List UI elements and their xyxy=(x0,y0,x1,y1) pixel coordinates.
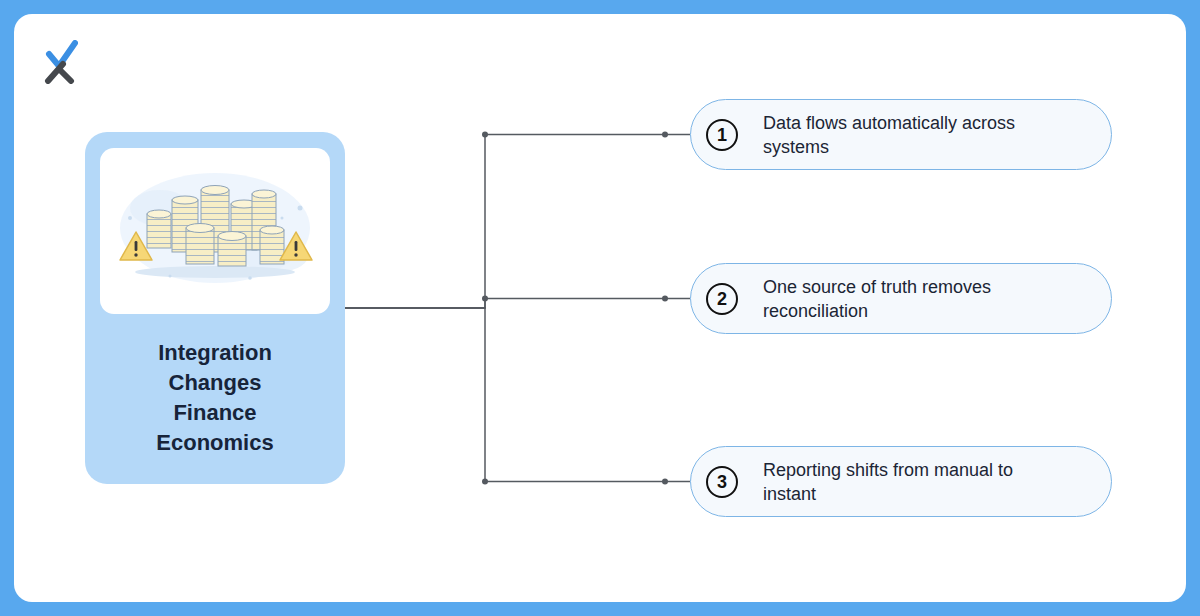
point-pill: 2 One source of truth removes reconciliat… xyxy=(690,263,1112,334)
callout-number: 1 xyxy=(706,119,738,151)
callout-number: 2 xyxy=(706,283,738,315)
text-column: One source of truth removes reconciliati… xyxy=(763,275,1063,323)
coin-illustration xyxy=(100,148,330,314)
connector xyxy=(345,132,690,309)
connector-line xyxy=(345,308,690,482)
point-pill: 3 Reporting shifts from manual to instant xyxy=(690,446,1112,517)
connector xyxy=(345,308,690,485)
connector-line xyxy=(345,135,690,309)
callout-number: 3 xyxy=(706,466,738,498)
text-area: Data flows automatically across systems xyxy=(763,100,1091,169)
text-area: Integration Changes Finance Economics xyxy=(85,328,345,468)
text-column: Data flows automatically across systems xyxy=(763,111,1063,159)
connector-line xyxy=(345,299,690,309)
point-text: One source of truth removes reconciliati… xyxy=(763,275,1063,323)
point-text: Data flows automatically across systems xyxy=(763,111,1063,159)
brand-logo xyxy=(44,40,78,84)
text-area: Reporting shifts from manual to instant xyxy=(763,447,1091,516)
topic-title: Integration Changes Finance Economics xyxy=(140,338,290,458)
text-column: Reporting shifts from manual to instant xyxy=(763,458,1063,506)
connector xyxy=(345,296,690,309)
text-area: One source of truth removes reconciliati… xyxy=(763,264,1091,333)
point-pill: 1 Data flows automatically across systems xyxy=(690,99,1112,170)
point-text: Reporting shifts from manual to instant xyxy=(763,458,1063,506)
